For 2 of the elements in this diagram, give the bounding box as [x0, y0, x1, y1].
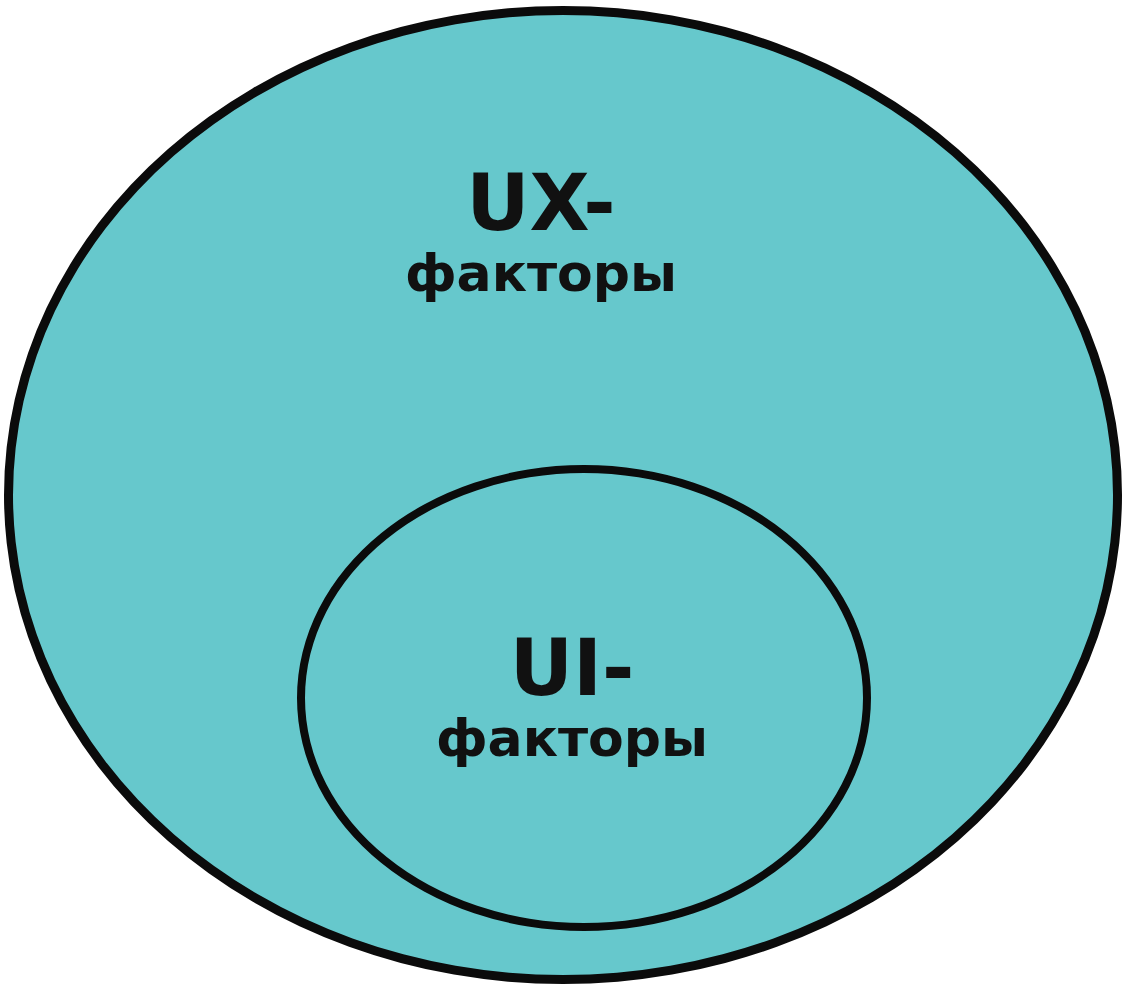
set-label: UI-факторы [434, 626, 710, 767]
set-label: UX-факторы [403, 161, 679, 302]
